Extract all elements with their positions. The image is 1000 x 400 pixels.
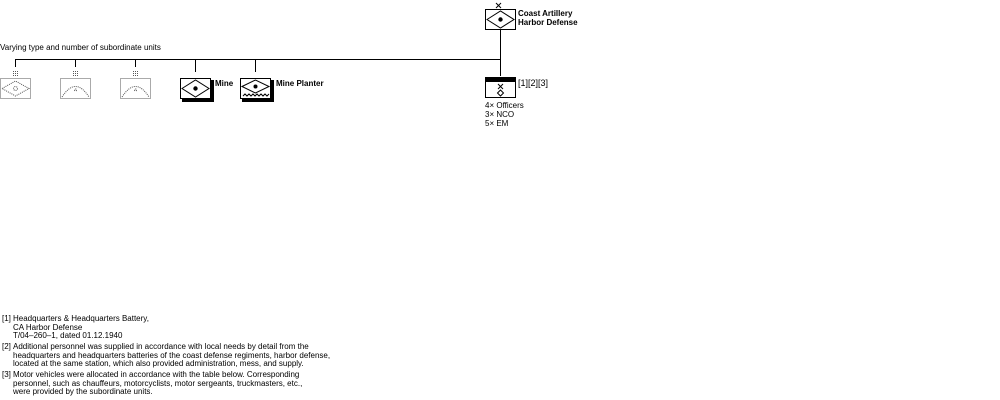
antiaircraft-dotted-icon [60, 71, 91, 99]
coast-artillery-dotted-icon [0, 71, 31, 99]
footnote-number: [1] [2, 314, 11, 323]
antiaircraft-dotted-icon [120, 71, 151, 99]
hq-battery-refs: [1][2][3] [518, 78, 549, 88]
top-unit-title-line1: Coast Artillery [518, 9, 573, 18]
personnel-nco: 3× NCO [485, 110, 515, 119]
footnote-1: [1]Headquarters & Headquarters Battery, … [2, 314, 149, 341]
footnote-text: CA Harbor Defense [13, 322, 83, 332]
footnote-text: Additional personnel was supplied in acc… [13, 342, 309, 351]
footnote-text: Headquarters & Headquarters Battery, [13, 314, 149, 323]
personnel-officers: 4× Officers [485, 101, 524, 110]
footnote-text: headquarters and headquarters batteries … [13, 350, 331, 360]
footnote-3: [3]Motor vehicles were allocated in acco… [2, 370, 303, 397]
footnote-text: Motor vehicles were allocated in accorda… [13, 370, 300, 379]
footnote-text: located at the same station, which also … [13, 359, 304, 369]
footnote-2: [2]Additional personnel was supplied in … [2, 342, 331, 369]
mine-battery-icon [180, 78, 214, 102]
top-unit-symbol [485, 2, 516, 30]
top-unit-title-line2: Harbor Defense [518, 18, 578, 27]
mine-planter-icon [240, 78, 274, 102]
subordinates-caption: Varying type and number of subordinate u… [0, 43, 161, 52]
unit-label-mine: Mine [215, 79, 234, 88]
footnote-text: personnel, such as chauffeurs, motorcycl… [13, 378, 303, 388]
footnote-number: [2] [2, 342, 11, 351]
hq-battery-icon [485, 77, 516, 98]
personnel-em: 5× EM [485, 119, 509, 128]
connector-lines [15, 30, 501, 76]
footnote-number: [3] [2, 370, 11, 379]
unit-label-mine-planter: Mine Planter [276, 79, 324, 88]
footnote-text: were provided by the subordinate units. [13, 387, 153, 397]
footnote-text: T/04–260–1, dated 01.12.1940 [13, 331, 123, 341]
